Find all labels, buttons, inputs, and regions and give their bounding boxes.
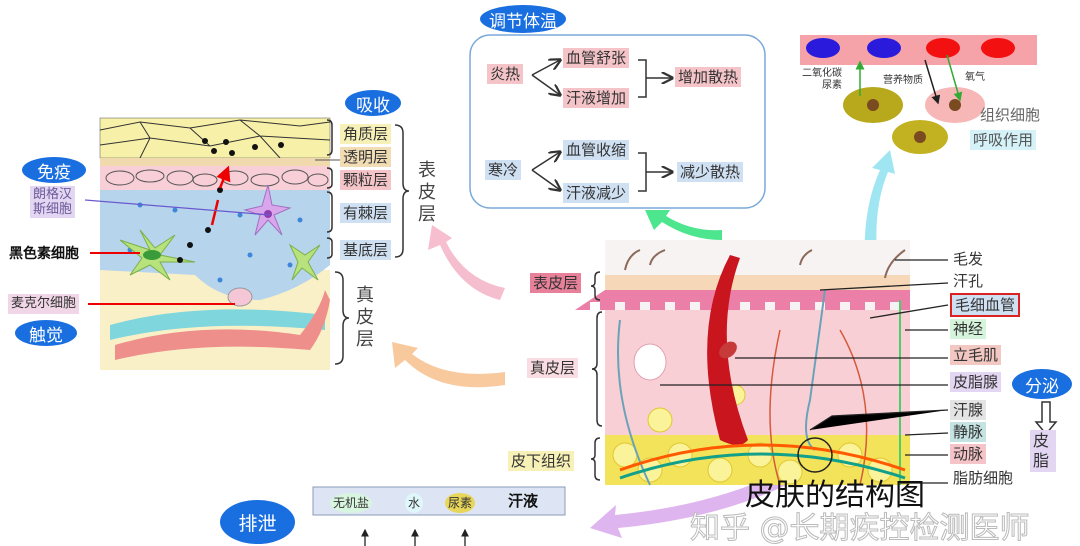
cold-effect-2: 汗液减少 (563, 183, 630, 203)
flow-arrows (392, 150, 895, 538)
layer-spinosum: 有棘层 (340, 203, 392, 223)
skin-cross-section (575, 240, 1058, 486)
cold-cause: 寒冷 (485, 160, 522, 180)
label-sweat-gland: 汗腺 (950, 400, 987, 420)
secrete-badge: 分泌 (1012, 369, 1072, 399)
label-arrector-pili: 立毛肌 (950, 345, 1002, 365)
cs-epidermis: 表皮层 (530, 273, 582, 293)
dermis-label: 真皮层 (356, 285, 374, 350)
co2-label: 二氧化碳 (802, 68, 842, 79)
label-artery: 动脉 (950, 444, 987, 464)
oxygen-label: 氧气 (965, 72, 985, 83)
temperature-box (469, 34, 766, 209)
sweat-inorganic-salt: 无机盐 (330, 493, 373, 513)
urea-label: 尿素 (822, 80, 842, 91)
absorb-badge: 吸收 (345, 90, 401, 116)
label-nerve: 神经 (950, 319, 987, 339)
sweat-label: 汗液 (508, 492, 539, 510)
cold-effect-1: 血管收缩 (563, 140, 630, 160)
immune-badge: 免疫 (22, 157, 86, 183)
langerhans-label: 朗格汉斯细胞 (30, 186, 76, 218)
layer-lucidum: 透明层 (340, 147, 392, 167)
hot-result: 增加散热 (675, 67, 742, 87)
label-vein: 静脉 (950, 422, 987, 442)
label-capillary: 毛细血管 (950, 293, 1021, 317)
excrete-badge: 排泄 (220, 500, 295, 544)
touch-badge: 触觉 (15, 320, 77, 346)
label-sebaceous-gland: 皮脂腺 (950, 372, 1002, 392)
co2-urea-label: 二氧化碳尿素 (802, 68, 842, 92)
cs-subcutaneous: 皮下组织 (508, 451, 575, 471)
watermark: 知乎 @长期疾控检测医师 (690, 511, 1031, 546)
layer-corneum: 角质层 (340, 124, 392, 144)
hot-cause: 炎热 (487, 64, 524, 84)
temperature-badge: 调节体温 (480, 5, 566, 33)
cold-result: 减少散热 (677, 162, 744, 182)
layer-basale: 基底层 (340, 240, 392, 260)
sweat-urea: 尿素 (445, 493, 476, 513)
sweat-water: 水 (405, 493, 424, 513)
cs-dermis: 真皮层 (527, 358, 579, 378)
melanocyte-label: 黑色素细胞 (9, 246, 79, 262)
epidermis-label: 表皮层 (418, 160, 436, 225)
respiration-label: 呼吸作用 (970, 130, 1037, 150)
sebum-label: 皮脂 (1030, 430, 1056, 472)
hot-effect-2: 汗液增加 (563, 88, 630, 108)
merkel-label: 麦克尔细胞 (8, 294, 80, 314)
epidermis-illustration (84, 117, 410, 370)
tissue-cell-label: 组织细胞 (980, 106, 1041, 124)
hot-effect-1: 血管舒张 (563, 48, 630, 68)
nutrients-label: 营养物质 (883, 75, 923, 86)
langerhans-line1: 朗格汉 (33, 187, 73, 202)
label-fat-cell: 脂肪细胞 (953, 469, 1014, 487)
langerhans-line2: 斯细胞 (33, 202, 73, 217)
diagram-title: 皮肤的结构图 (745, 478, 925, 513)
label-pore: 汗孔 (953, 272, 984, 290)
layer-granulosum: 颗粒层 (340, 170, 392, 190)
label-hair: 毛发 (953, 250, 984, 268)
